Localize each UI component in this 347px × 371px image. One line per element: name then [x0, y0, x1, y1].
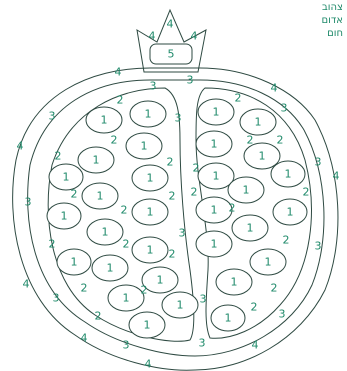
- pith-number: 3: [200, 293, 207, 306]
- seed-number: 1: [231, 276, 238, 289]
- crown-number: 4: [167, 18, 174, 31]
- seed-number: 1: [63, 171, 70, 184]
- rind-number: 4: [115, 66, 122, 79]
- pith-number: 3: [53, 292, 60, 305]
- membrane-number: 2: [271, 282, 278, 295]
- pith-number: 3: [25, 196, 32, 209]
- rind-number: 4: [271, 82, 278, 95]
- seed-number: 1: [144, 319, 151, 332]
- seed-number: 1: [101, 114, 108, 127]
- seed-number: 1: [147, 244, 154, 257]
- membrane-number: 2: [141, 284, 148, 297]
- membrane-number: 2: [235, 92, 242, 105]
- seed-number: 1: [287, 206, 294, 219]
- crown-numbers: 4 4 4 5: [149, 18, 198, 61]
- membrane-number: 2: [191, 186, 198, 199]
- membrane-number: 2: [169, 248, 176, 261]
- membrane-number: 2: [123, 238, 130, 251]
- membrane-number: 2: [121, 204, 128, 217]
- pith-number: 3: [281, 102, 288, 115]
- seed-number: 1: [265, 256, 272, 269]
- membrane-number: 2: [277, 134, 284, 147]
- legend-red: אדום: [321, 15, 343, 26]
- membrane-number: 2: [169, 190, 176, 203]
- membrane-number: 2: [95, 310, 102, 323]
- pith-number: 3: [199, 337, 206, 350]
- rind-number: 4: [81, 332, 88, 345]
- membrane-number: 2: [251, 301, 258, 314]
- rind-number: 4: [252, 339, 259, 352]
- seed-number: 1: [71, 256, 78, 269]
- seed-number: 1: [141, 140, 148, 153]
- pith-number: 3: [187, 74, 194, 87]
- membrane-number: 2: [167, 156, 174, 169]
- seed-number: 1: [211, 238, 218, 251]
- seed-number: 1: [123, 292, 130, 305]
- rind-number: 4: [17, 140, 24, 153]
- seed-number: 1: [93, 154, 100, 167]
- crown-center-number: 5: [168, 48, 175, 61]
- pith-number: 3: [279, 308, 286, 321]
- seed-number: 1: [247, 222, 254, 235]
- seed-number: 1: [61, 210, 68, 223]
- pith-number: 3: [179, 227, 186, 240]
- seed-number: 1: [107, 262, 114, 275]
- rind-number: 4: [145, 358, 152, 371]
- pith-number: 3: [123, 339, 130, 352]
- membrane-number: 2: [117, 94, 124, 107]
- seed-number: 1: [211, 138, 218, 151]
- legend-yellow: צהוב: [322, 2, 343, 13]
- legend-brown: חום: [327, 28, 343, 39]
- membrane-number: 2: [49, 238, 56, 251]
- membrane-number: 2: [247, 134, 254, 147]
- membrane-number: 2: [303, 186, 310, 199]
- seed-number: 1: [147, 206, 154, 219]
- crown-number: 4: [149, 30, 156, 43]
- membrane-number: 2: [283, 234, 290, 247]
- pith-number: 3: [175, 112, 182, 125]
- seed-number: 1: [177, 299, 184, 312]
- seed-number: 1: [211, 204, 218, 217]
- seed-number: 1: [213, 106, 220, 119]
- rind-number: 4: [333, 170, 340, 183]
- seed-number: 1: [225, 312, 232, 325]
- seed-number: 1: [97, 190, 104, 203]
- seed-number: 1: [285, 168, 292, 181]
- seed-number: 1: [102, 226, 109, 239]
- seed-number: 1: [255, 116, 262, 129]
- seed-number: 1: [147, 172, 154, 185]
- seed-number: 1: [145, 108, 152, 121]
- pith-number: 3: [315, 156, 322, 169]
- crown-number: 4: [191, 30, 198, 43]
- pith-number: 3: [150, 80, 157, 93]
- membrane-number: 2: [81, 282, 88, 295]
- membrane-number: 2: [193, 162, 200, 175]
- pith-number: 3: [315, 240, 322, 253]
- membrane-number: 2: [55, 150, 62, 163]
- membrane-number: 2: [229, 202, 236, 215]
- rind-number: 4: [23, 278, 30, 291]
- seed-number: 1: [213, 170, 220, 183]
- seed-number: 1: [243, 184, 250, 197]
- membrane-number: 2: [111, 134, 118, 147]
- membrane-number: 2: [71, 188, 78, 201]
- seed-number: 1: [157, 274, 164, 287]
- seed-number: 1: [259, 150, 266, 163]
- pith-number: 3: [49, 110, 56, 123]
